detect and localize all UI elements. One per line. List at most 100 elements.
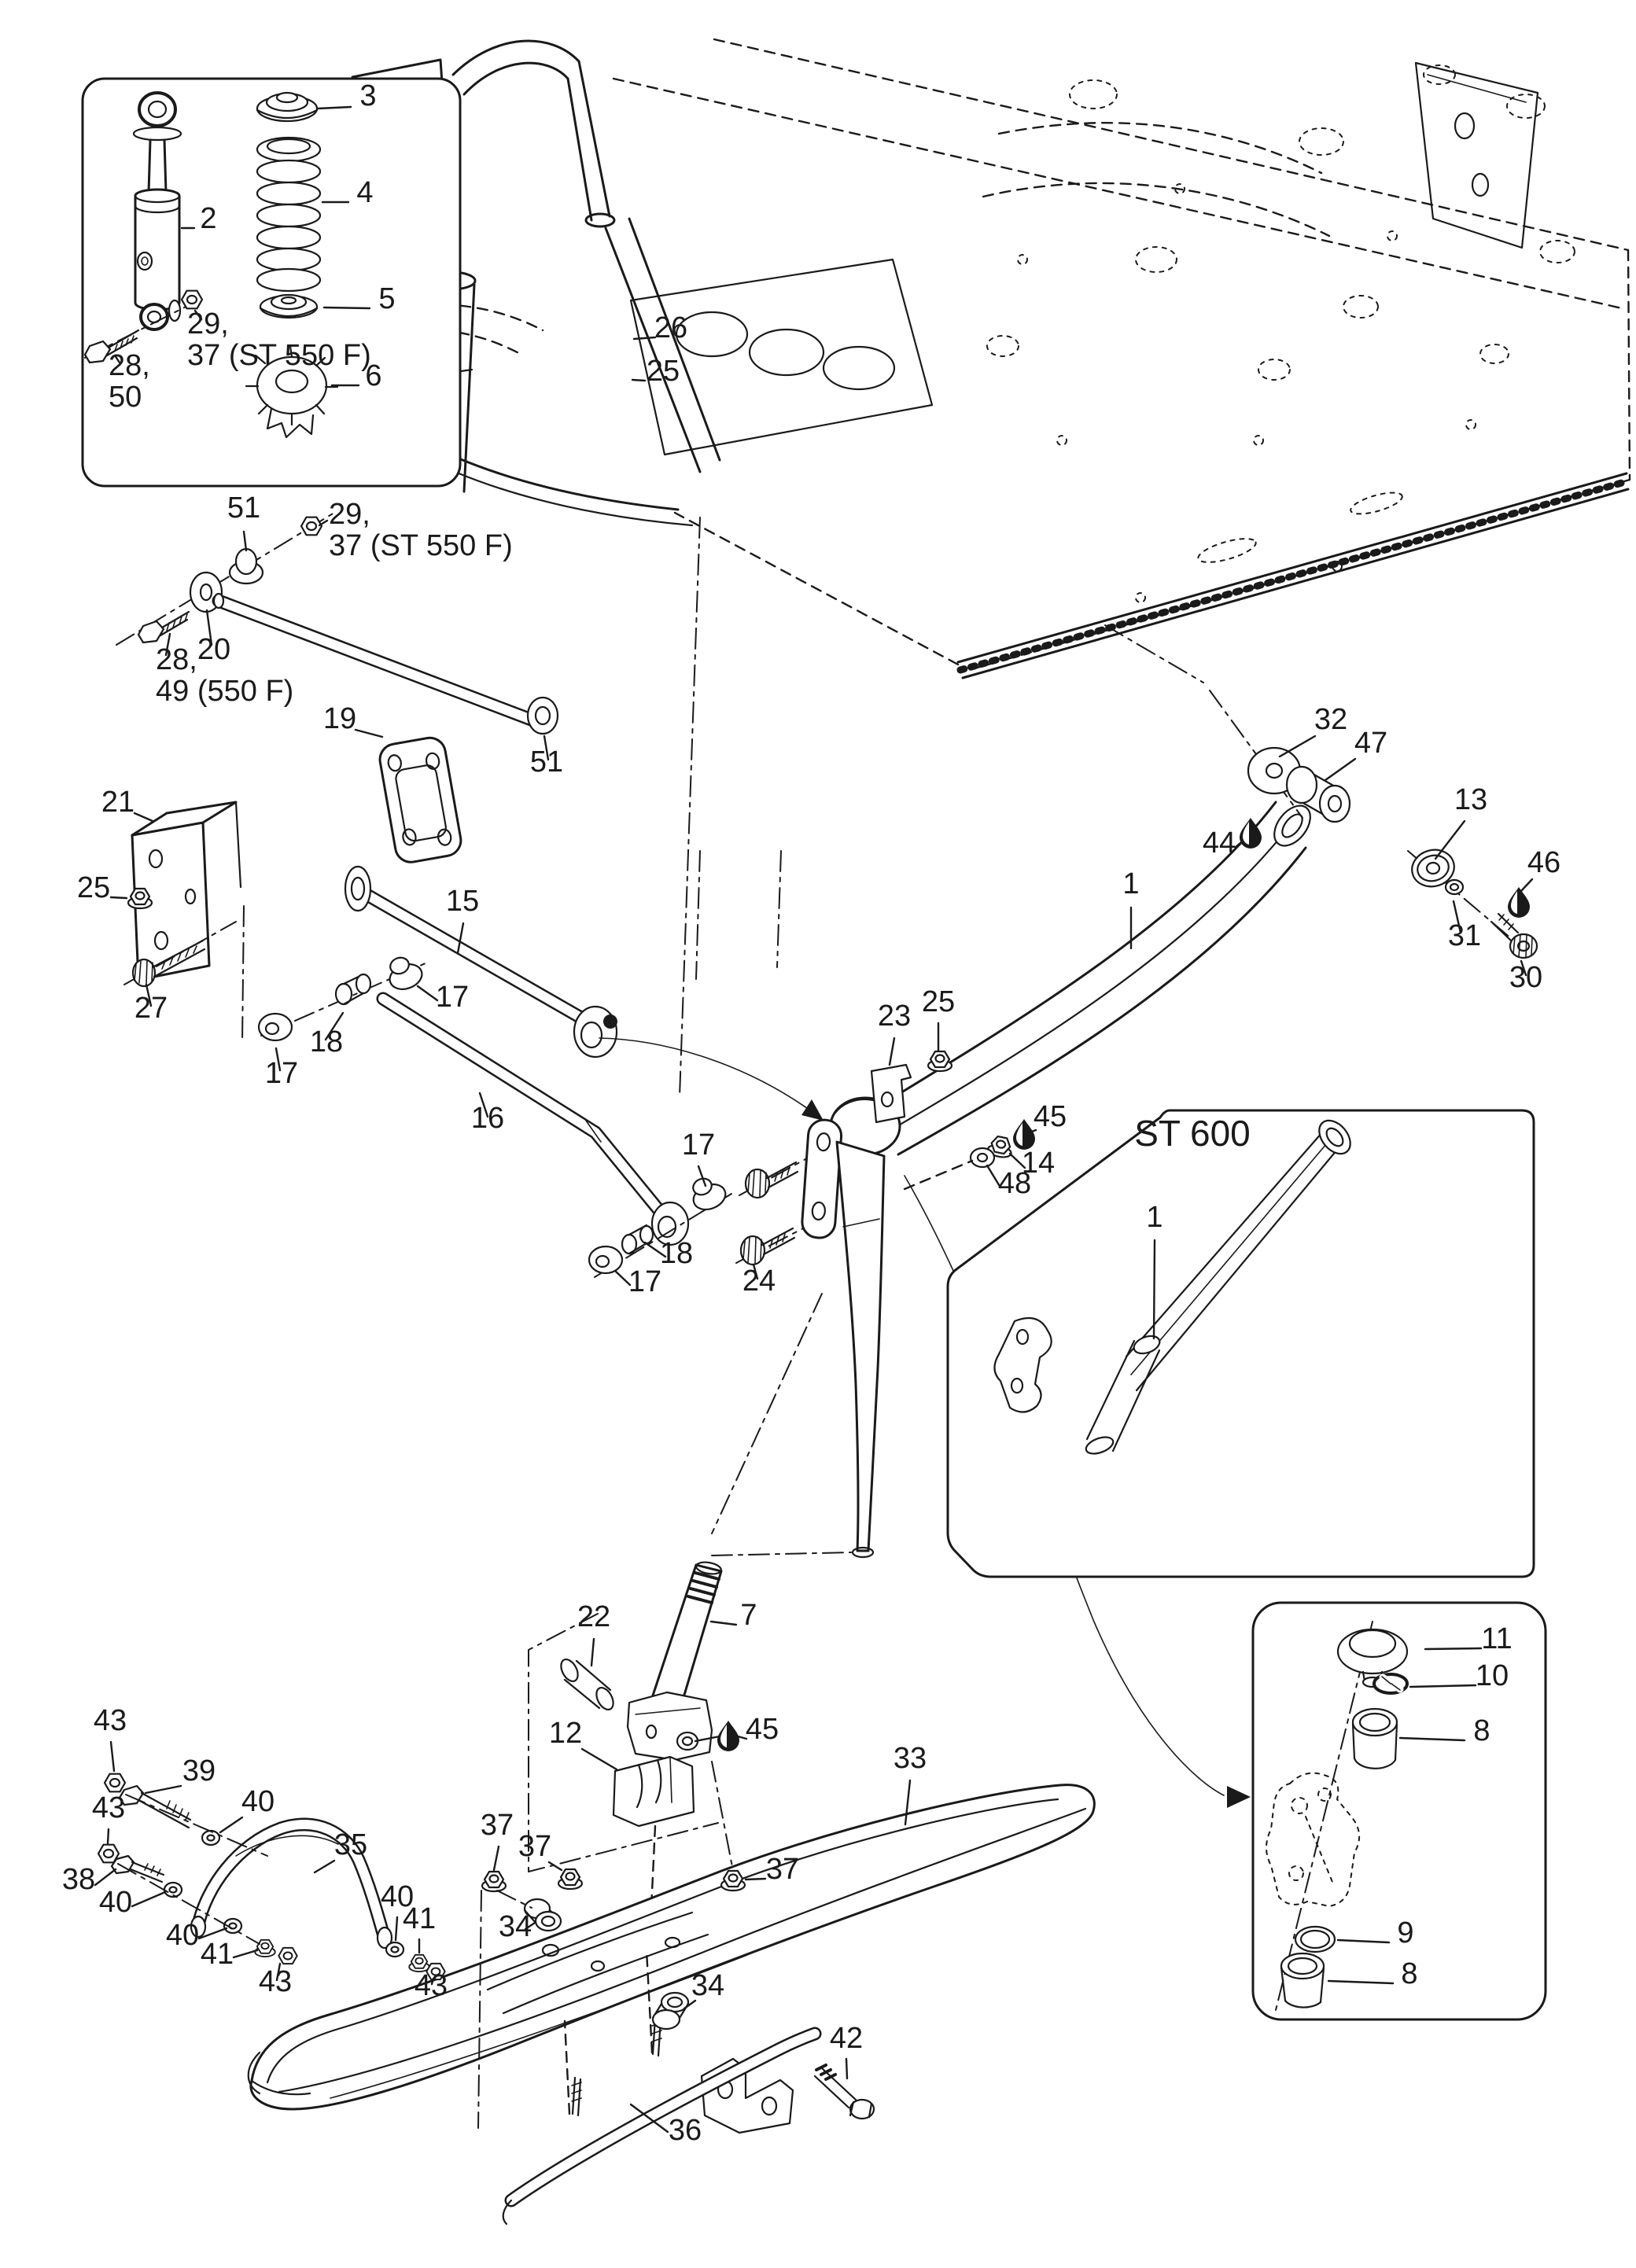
part-label-48: 48 (998, 1167, 1031, 1200)
ski-tip-curl (247, 2051, 311, 2096)
bushing-51b (526, 696, 559, 735)
part-label-3: 3 (359, 79, 376, 112)
runner-36-art (507, 2029, 820, 2205)
coil-spring-art (266, 138, 311, 155)
rod15-left-bushing-art (350, 876, 366, 901)
bolt-28-50-art (114, 335, 134, 352)
spindle-ghost-art (1266, 1772, 1360, 1907)
part-label-line: 30 (1509, 961, 1542, 994)
part-label-31: 31 (1448, 919, 1481, 952)
cap-11-art (1348, 1629, 1397, 1659)
leader-line (683, 1999, 697, 2010)
leader-line (416, 985, 439, 1002)
rod16-eyelet (650, 1201, 690, 1246)
engine-mount-holes (675, 311, 896, 391)
screw-27-art (134, 959, 153, 985)
rubber-damper-34-art (540, 1915, 556, 1927)
leader-line (205, 609, 213, 646)
tunnel-holes-art (1135, 592, 1146, 603)
clamp-bracket-23 (870, 1063, 912, 1124)
bracket-19-art (387, 754, 402, 772)
screw-27-art (161, 945, 197, 970)
tunnel-holes-art (986, 335, 1019, 357)
socket-screw-24a-art (774, 1166, 790, 1182)
leader-line (1008, 1152, 1026, 1169)
post-7-art (695, 1561, 722, 1575)
leader-line (316, 105, 352, 110)
part-label-line: 38 (62, 1863, 95, 1896)
stabilizer-16-group-art (376, 992, 672, 1225)
leader-line (313, 1859, 336, 1874)
part-label-line: 29, (187, 307, 229, 341)
leader-line (1520, 878, 1534, 893)
part-label-37: 37 (766, 1853, 799, 1886)
socket-screw-24b-art (742, 1236, 762, 1264)
st600-arm-art (1318, 1119, 1351, 1155)
part-label-34: 34 (499, 1910, 532, 1943)
part-label-25: 25 (922, 985, 955, 1018)
part-label-51: 51 (227, 492, 260, 525)
st600-arm-art (1010, 1377, 1024, 1394)
axis-line (1104, 624, 1204, 683)
leader-line (219, 1816, 244, 1834)
engine-mount-holes-art (822, 345, 896, 391)
tunnel-holes-art (1299, 127, 1344, 156)
part-label-line: 18 (660, 1237, 693, 1270)
leader-line (131, 1891, 167, 1908)
tunnel-holes-art (1479, 344, 1509, 364)
part-label-line: 11 (1481, 1622, 1512, 1655)
screw-27-art (151, 939, 206, 978)
leader-line (394, 1916, 399, 1942)
part-label-line: 17 (628, 1265, 661, 1298)
washer-48-art (969, 1147, 996, 1169)
post-line (842, 1218, 880, 1228)
leader-line (113, 354, 121, 364)
part-label-29: 29,37 (ST 550 F) (329, 498, 513, 562)
part-label-45: 45 (1034, 1100, 1067, 1133)
bolt-42-art (849, 2100, 873, 2119)
bushing-8b-art (1280, 1952, 1325, 1980)
leader-line (643, 1241, 667, 1258)
engine-mount-holes-art (748, 328, 825, 377)
part-label-43: 43 (415, 1969, 448, 2002)
leader-line (94, 1868, 117, 1887)
leader-line (318, 519, 329, 527)
part-label-8: 8 (1473, 1714, 1490, 1747)
washer-9-art (1299, 1929, 1331, 1950)
stud-projection (563, 1949, 654, 2115)
part-label-line: 50 (109, 381, 142, 414)
bolt-30-art (1509, 933, 1538, 959)
part-label-16: 16 (471, 1102, 504, 1135)
arm-1-lower-edge (897, 846, 1307, 1156)
part-label-43: 43 (92, 1791, 125, 1824)
post-axis (711, 1552, 852, 1556)
leader-line (986, 1164, 1002, 1189)
bushing-8a-art (1353, 1757, 1397, 1769)
leader-line (590, 1637, 595, 1667)
bracket-19-art (425, 752, 440, 770)
bolt-38-art (144, 1863, 161, 1876)
part-label-line: 18 (310, 1025, 343, 1059)
ring-13-art (1425, 861, 1441, 875)
leader-line (631, 378, 647, 382)
rod15-eyelet-art (603, 1014, 617, 1029)
part-label-24: 24 (742, 1265, 776, 1298)
shock-absorber-art (147, 100, 168, 119)
leader-line (193, 309, 203, 321)
part-label-28: 28,49 (550 F) (156, 643, 293, 708)
part-label-line: 6 (365, 359, 381, 392)
chassis-frame-art (1471, 172, 1490, 197)
coil-spring-art (256, 181, 322, 206)
leader-line (1520, 959, 1527, 977)
part-label-line: 40 (241, 1785, 275, 1818)
st600-arm (993, 1119, 1351, 1455)
part-label-line: 26 (654, 311, 687, 344)
bushing-tube-22 (560, 1658, 614, 1711)
handle-end (376, 1926, 393, 1950)
spindle-ghost-art (1288, 1865, 1304, 1881)
steering-hoop (462, 61, 569, 96)
part-label-29: 29,37 (ST 550 F) (187, 307, 371, 372)
leader-line (694, 1735, 721, 1743)
leader-line (547, 1861, 563, 1872)
